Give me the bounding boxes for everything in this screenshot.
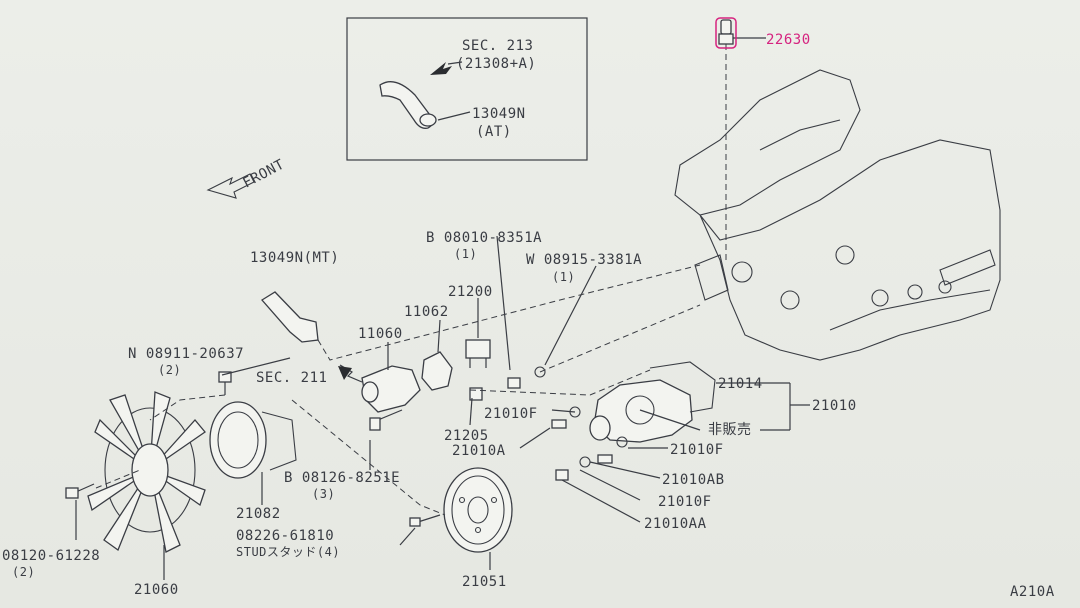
figure-id: A210A: [1010, 584, 1055, 600]
label-b-08126: B 08126-8251E: [284, 470, 400, 486]
label-21200: 21200: [448, 284, 493, 300]
label-08120-qty: (2): [12, 565, 35, 579]
label-sec213: SEC. 213: [462, 38, 533, 54]
label-11060: 11060: [358, 326, 403, 342]
fan-clutch-21082: [209, 371, 297, 479]
label-13049n-at: 13049N: [472, 106, 526, 122]
fan-21060: [65, 391, 206, 553]
leader-lines: [75, 235, 810, 580]
label-11062: 11062: [404, 304, 449, 320]
label-21051: 21051: [462, 574, 507, 590]
label-at: (AT): [476, 124, 512, 140]
label-b-08010: B 08010-8351A: [426, 230, 542, 246]
pulley-21051: [409, 467, 513, 553]
hose-13049n-mt: [261, 291, 319, 343]
label-21010f-a: 21010F: [484, 406, 538, 422]
label-21010f-c: 21010F: [658, 494, 712, 510]
label-n-08911-qty: (2): [158, 363, 181, 377]
label-b-08126-qty: (3): [312, 487, 335, 501]
label-front: FRONT: [240, 156, 287, 191]
label-21010: 21010: [812, 398, 857, 414]
front-arrow-icon: [206, 173, 255, 199]
label-stud-number: 08226-61810: [236, 528, 334, 544]
label-08120: 08120-61228: [2, 548, 100, 564]
label-13049n-mt: 13049N(MT): [250, 250, 339, 266]
dashed-guides: [95, 264, 701, 516]
label-w-08915-qty: (1): [552, 270, 575, 284]
label-21010ab: 21010AB: [662, 472, 725, 488]
label-b-08010-qty: (1): [454, 247, 477, 261]
label-21010a: 21010A: [452, 443, 506, 459]
part-labels: SEC. 213 (21308+A) 13049N (AT) FRONT 226…: [2, 32, 1055, 600]
label-21010aa: 21010AA: [644, 516, 707, 532]
label-21014: 21014: [718, 376, 763, 392]
inset-box: [346, 17, 588, 161]
label-21010f-b: 21010F: [670, 442, 724, 458]
label-21082: 21082: [236, 506, 281, 522]
label-21060: 21060: [134, 582, 179, 598]
label-w-08915: W 08915-3381A: [526, 252, 642, 268]
thermostat-housing: [338, 339, 491, 431]
label-sec213-ref: (21308+A): [456, 56, 536, 72]
label-sec211: SEC. 211: [256, 370, 327, 386]
temp-sensor-22630: [718, 19, 766, 260]
highlight-box: [715, 17, 737, 49]
label-hihanbai: 非販売: [708, 422, 752, 438]
label-stud-text: STUDスタッド(4): [236, 545, 340, 559]
label-n-08911: N 08911-20637: [128, 346, 244, 362]
label-22630: 22630: [766, 32, 811, 48]
engine-block: [674, 69, 1001, 361]
label-21205: 21205: [444, 428, 489, 444]
